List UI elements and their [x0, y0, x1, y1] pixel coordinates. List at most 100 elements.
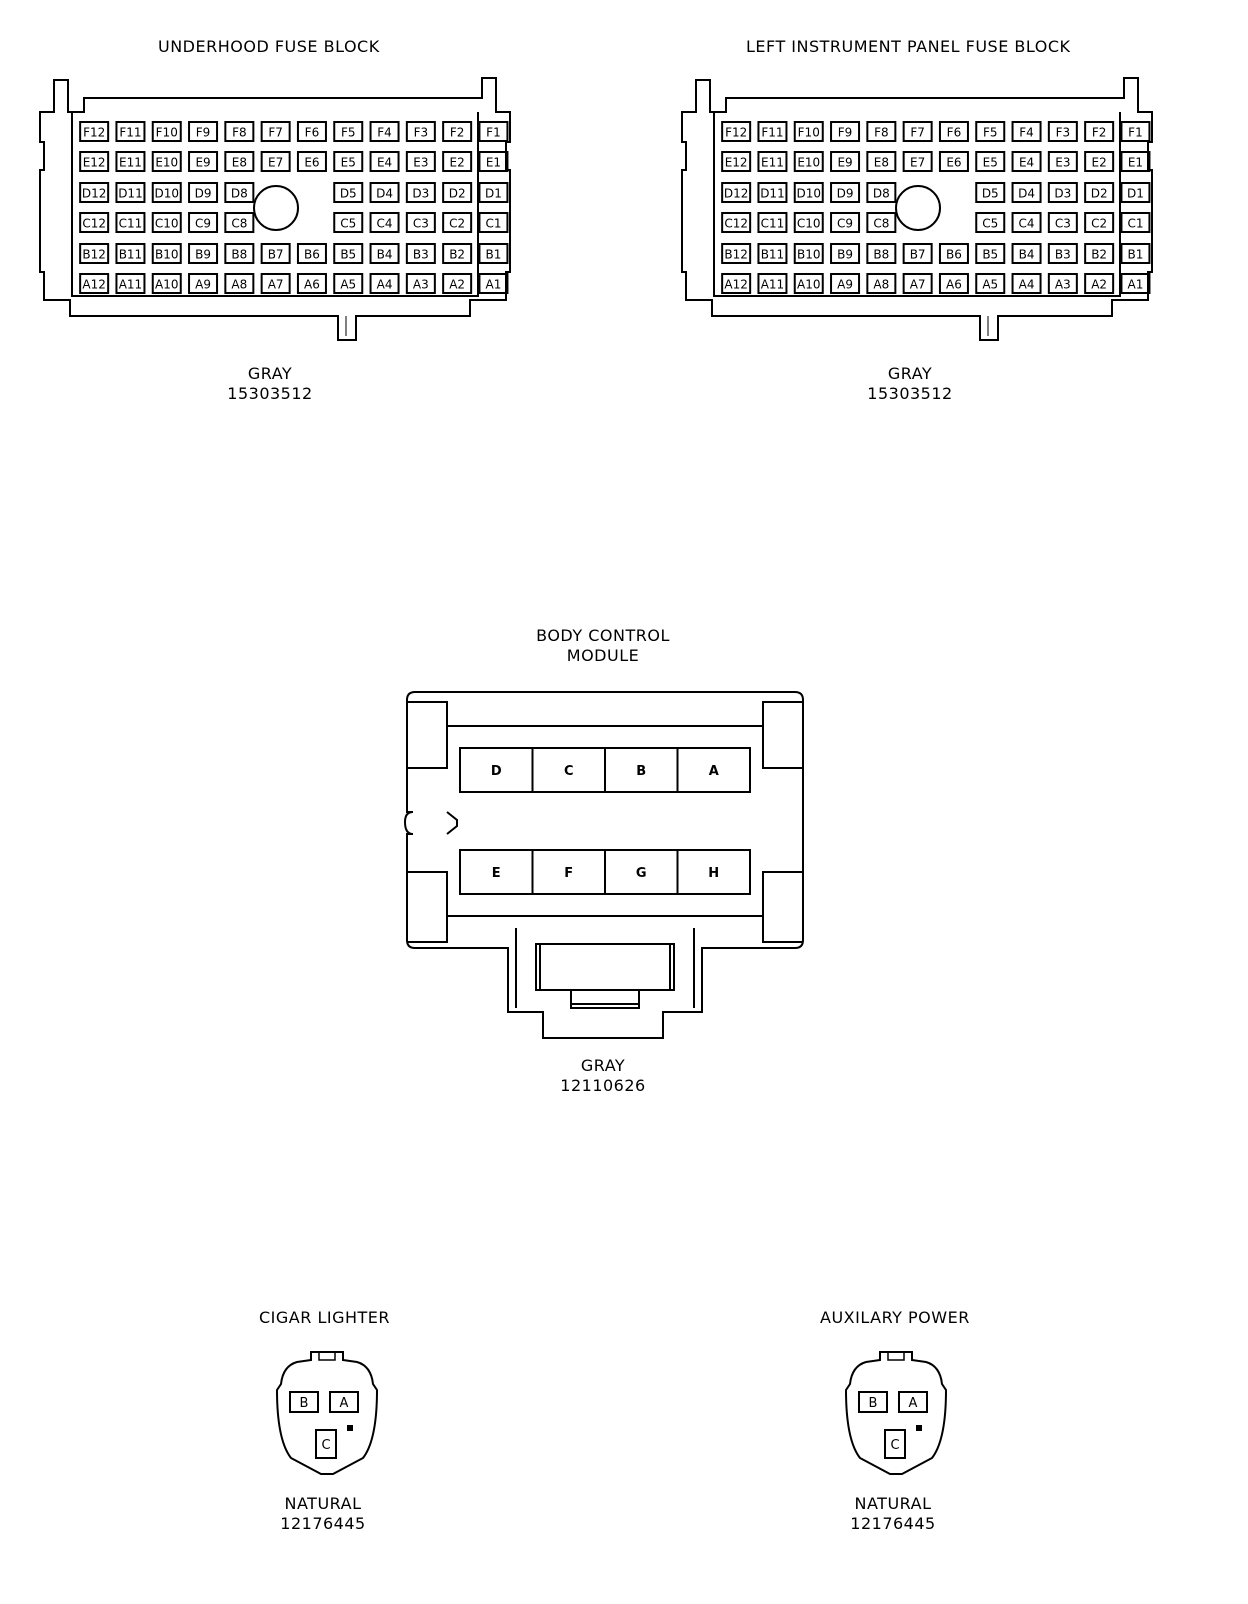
left-ip-terminal-d9: D9: [830, 182, 861, 203]
svg-text:D12: D12: [724, 187, 749, 201]
svg-text:D10: D10: [154, 187, 179, 201]
svg-text:B12: B12: [82, 248, 106, 262]
left-ip-terminal-f11: F11: [757, 121, 788, 142]
underhood-terminal-a8: A8: [224, 273, 255, 294]
svg-text:B1: B1: [1128, 248, 1144, 262]
left-ip-polarizing-hole: [895, 185, 941, 231]
svg-text:E8: E8: [232, 156, 247, 170]
svg-text:E7: E7: [910, 156, 925, 170]
svg-text:F7: F7: [910, 126, 925, 140]
svg-text:C2: C2: [449, 217, 465, 231]
left-ip-terminal-d4: D4: [1011, 182, 1042, 203]
underhood-terminal-e8: E8: [224, 151, 255, 172]
svg-text:E4: E4: [1019, 156, 1034, 170]
svg-text:A11: A11: [119, 278, 142, 292]
underhood-terminal-c3: C3: [405, 212, 436, 233]
svg-text:F2: F2: [1092, 126, 1107, 140]
underhood-terminal-b11: B11: [115, 243, 146, 264]
svg-text:B2: B2: [1091, 248, 1107, 262]
svg-text:A6: A6: [304, 278, 320, 292]
svg-text:A12: A12: [82, 278, 105, 292]
svg-text:A4: A4: [1019, 278, 1035, 292]
left-ip-terminal-e4: E4: [1011, 151, 1042, 172]
svg-text:B7: B7: [268, 248, 284, 262]
underhood-terminal-b5: B5: [333, 243, 364, 264]
underhood-terminal-c9: C9: [188, 212, 219, 233]
underhood-terminal-b10: B10: [151, 243, 182, 264]
svg-text:C12: C12: [82, 217, 106, 231]
svg-text:D9: D9: [195, 187, 212, 201]
left-ip-terminal-f7: F7: [902, 121, 933, 142]
left-ip-terminal-a9: A9: [830, 273, 861, 294]
aux-caption: NATURAL 12176445: [843, 1494, 943, 1534]
left-ip-terminal-b9: B9: [830, 243, 861, 264]
svg-text:A5: A5: [982, 278, 998, 292]
svg-text:D5: D5: [982, 187, 999, 201]
underhood-terminal-f5: F5: [333, 121, 364, 142]
underhood-housing: [39, 77, 511, 341]
svg-text:E5: E5: [341, 156, 356, 170]
left-ip-terminal-e10: E10: [793, 151, 824, 172]
left-ip-color: GRAY: [887, 364, 933, 383]
underhood-terminal-e5: E5: [333, 151, 364, 172]
left-ip-terminal-a4: A4: [1011, 273, 1042, 294]
svg-text:H: H: [708, 866, 719, 881]
svg-text:D8: D8: [873, 187, 890, 201]
svg-text:A10: A10: [797, 278, 820, 292]
svg-text:F11: F11: [119, 126, 141, 140]
underhood-terminal-f12: F12: [79, 121, 110, 142]
svg-text:A2: A2: [449, 278, 465, 292]
underhood-terminal-e1: E1: [478, 151, 509, 172]
svg-text:F12: F12: [725, 126, 747, 140]
svg-text:D10: D10: [796, 187, 821, 201]
underhood-terminal-a10: A10: [151, 273, 182, 294]
left-ip-terminal-b1: B1: [1120, 243, 1151, 264]
cigar-pin-c: C: [315, 1429, 337, 1459]
underhood-terminal-d10: D10: [151, 182, 182, 203]
svg-text:F10: F10: [798, 126, 820, 140]
underhood-terminal-e10: E10: [151, 151, 182, 172]
svg-text:F: F: [564, 866, 573, 881]
bcm-title-line2: MODULE: [566, 646, 640, 665]
svg-text:B10: B10: [155, 248, 179, 262]
left-ip-terminal-e3: E3: [1047, 151, 1078, 172]
svg-text:A11: A11: [761, 278, 784, 292]
svg-text:A9: A9: [195, 278, 211, 292]
underhood-terminal-b12: B12: [79, 243, 110, 264]
svg-text:E5: E5: [983, 156, 998, 170]
underhood-terminal-d12: D12: [79, 182, 110, 203]
left-ip-terminal-d3: D3: [1047, 182, 1078, 203]
svg-text:D2: D2: [1091, 187, 1108, 201]
left-ip-terminal-c12: C12: [721, 212, 752, 233]
svg-text:E1: E1: [486, 156, 501, 170]
underhood-terminal-e9: E9: [188, 151, 219, 172]
left-ip-terminal-c5: C5: [975, 212, 1006, 233]
svg-text:E7: E7: [268, 156, 283, 170]
svg-text:F11: F11: [761, 126, 783, 140]
left-ip-terminal-b11: B11: [757, 243, 788, 264]
svg-text:D3: D3: [412, 187, 429, 201]
svg-text:C10: C10: [155, 217, 179, 231]
left-ip-terminal-f12: F12: [721, 121, 752, 142]
aux-title: AUXILARY POWER: [820, 1308, 970, 1327]
svg-text:E11: E11: [761, 156, 784, 170]
underhood-terminal-b6: B6: [296, 243, 327, 264]
underhood-terminal-e6: E6: [296, 151, 327, 172]
underhood-color: GRAY: [247, 364, 293, 383]
svg-text:E1: E1: [1128, 156, 1143, 170]
svg-text:E2: E2: [1092, 156, 1107, 170]
aux-pin-c: C: [884, 1429, 906, 1459]
underhood-terminal-d8: D8: [224, 182, 255, 203]
svg-text:C8: C8: [231, 217, 247, 231]
underhood-terminal-f10: F10: [151, 121, 182, 142]
left-ip-terminal-d11: D11: [757, 182, 788, 203]
svg-text:C2: C2: [1091, 217, 1107, 231]
underhood-terminal-c11: C11: [115, 212, 146, 233]
underhood-terminal-f9: F9: [188, 121, 219, 142]
bcm-part-number: 12110626: [560, 1076, 646, 1095]
svg-text:B5: B5: [340, 248, 356, 262]
svg-text:C: C: [564, 764, 574, 779]
